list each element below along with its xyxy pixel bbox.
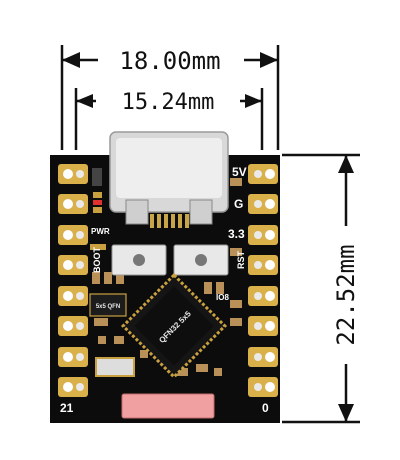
- crystal: [95, 357, 135, 377]
- antenna: [121, 393, 215, 419]
- label-io8: IO8: [216, 293, 229, 302]
- right-pin-header: [248, 164, 278, 397]
- pin-pad: [248, 377, 278, 397]
- pin-pad: [248, 255, 278, 275]
- pin-pad: [248, 347, 278, 367]
- pin-pad: [58, 316, 88, 336]
- label-pwr: PWR: [91, 227, 110, 236]
- pin-pad: [248, 225, 278, 245]
- pin-pad: [58, 377, 88, 397]
- label-pin-0: 0: [262, 401, 269, 415]
- pin-pad: [248, 164, 278, 184]
- left-pin-header: [58, 164, 88, 397]
- svg-text:5x5 QFN: 5x5 QFN: [96, 304, 120, 310]
- dimension-height: 22.52mm: [282, 153, 360, 424]
- pin-pad: [248, 194, 278, 214]
- regulator-ic: 5x5 QFN: [89, 293, 127, 317]
- passive-components: [90, 168, 242, 376]
- dimension-height-label: 22.52mm: [332, 244, 360, 345]
- pin-pad: [248, 286, 278, 306]
- label-5v: 5V: [232, 165, 247, 179]
- usb-c-connector: [109, 131, 229, 228]
- main-qfn-chip: QFN32 5x5: [120, 272, 228, 380]
- boot-button: [111, 244, 167, 276]
- pin-pad: [58, 225, 88, 245]
- pin-pad: [58, 194, 88, 214]
- dimension-width-label: 18.00mm: [119, 47, 220, 75]
- dimension-outer-width: 18.00mm: [60, 45, 280, 150]
- label-gnd: G: [234, 197, 243, 211]
- dimension-pin-span: 15.24mm: [74, 88, 264, 150]
- reset-button: [173, 244, 229, 276]
- pin-pad: [58, 255, 88, 275]
- label-boot: BOOT: [92, 246, 102, 273]
- pin-pad: [58, 347, 88, 367]
- pin-pad: [248, 316, 278, 336]
- pin-pad: [58, 164, 88, 184]
- label-3v3: 3.3: [228, 227, 245, 241]
- dimension-span-label: 15.24mm: [122, 90, 215, 115]
- pin-pad: [58, 286, 88, 306]
- label-pin-21: 21: [60, 401, 74, 415]
- label-rst: RST: [236, 250, 246, 269]
